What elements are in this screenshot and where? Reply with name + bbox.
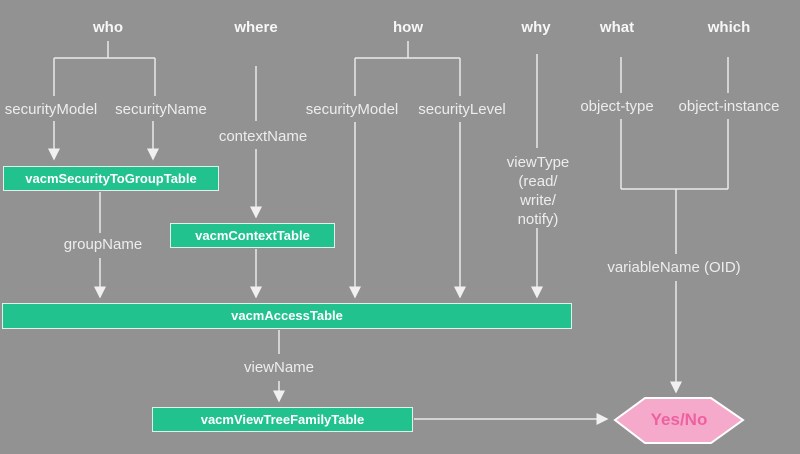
label-variable-name-oid: variableName (OID) bbox=[607, 259, 741, 276]
column-header-how: how bbox=[393, 19, 423, 36]
decision-hexagon bbox=[613, 397, 745, 444]
label-object-type: object-type bbox=[580, 98, 654, 115]
decision-label: Yes/No bbox=[650, 410, 708, 429]
label-view-type: viewType (read/ write/ notify) bbox=[506, 154, 570, 228]
table-vacm-security-to-group: vacmSecurityToGroupTable bbox=[3, 166, 219, 191]
label-security-name: securityName bbox=[115, 101, 207, 118]
label-object-instance: object-instance bbox=[678, 98, 780, 115]
label-view-name: viewName bbox=[243, 359, 315, 376]
column-header-which: which bbox=[707, 19, 751, 36]
column-header-why: why bbox=[521, 19, 551, 36]
label-security-model-how: securityModel bbox=[305, 101, 399, 118]
label-security-model-who: securityModel bbox=[4, 101, 98, 118]
column-header-who: who bbox=[93, 19, 123, 36]
table-vacm-access: vacmAccessTable bbox=[2, 303, 572, 329]
label-context-name: contextName bbox=[218, 128, 308, 145]
column-header-where: where bbox=[234, 19, 278, 36]
table-vacm-view-tree-family: vacmViewTreeFamilyTable bbox=[152, 407, 413, 432]
label-security-level: securityLevel bbox=[418, 101, 506, 118]
label-group-name: groupName bbox=[63, 236, 143, 253]
column-header-what: what bbox=[599, 19, 635, 36]
table-vacm-context: vacmContextTable bbox=[170, 223, 335, 248]
